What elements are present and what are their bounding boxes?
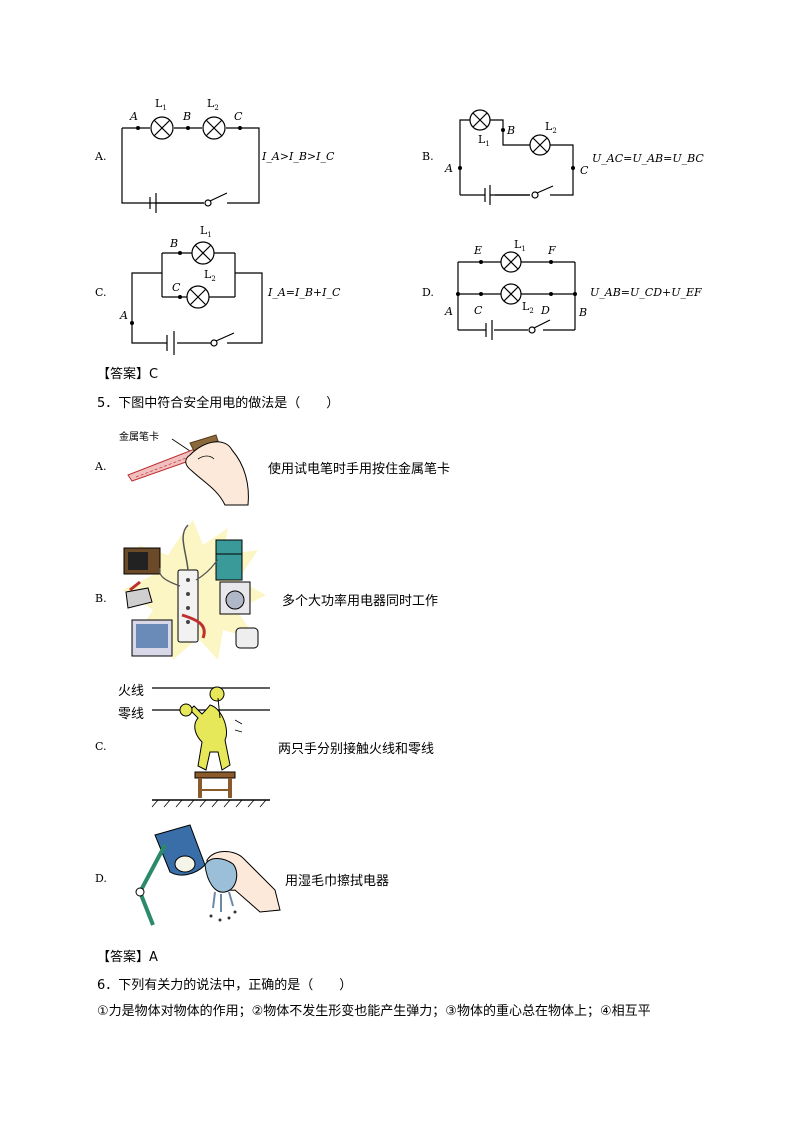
q5-stem: 5．下图中符合安全用电的做法是（ ） [97,396,340,411]
option-b-letter: B. [422,150,434,163]
lamp-l2-label: L2 [207,97,219,113]
point-a3-label: A [120,309,128,322]
lamp-b-l1-label: L1 [478,133,490,149]
point-e-label: E [474,244,483,257]
test-pen-illustration [127,434,249,506]
q5-option-b-letter: B. [95,592,107,605]
formula-a: I_A>I_B>I_C [262,150,335,163]
point-b-label: B [183,110,192,123]
point-c-label: C [234,110,243,123]
q5-answer: 【答案】A [97,950,158,965]
point-c3-label: C [172,281,181,294]
q5-option-c-caption: 两只手分别接触火线和零线 [278,742,435,757]
point-c4-label: C [474,304,483,317]
q5-option-a-caption: 使用试电笔时手用按住金属笔卡 [268,462,451,477]
circuit-c-diagram [130,241,263,355]
point-b2-label: B [507,124,516,137]
q5-option-d-letter: D. [95,872,107,885]
option-c-letter: C. [95,286,107,299]
neutral-wire-label: 零线 [118,707,145,722]
lamp-d-l1-label: L1 [514,238,526,254]
q4-answer: 【答案】C [97,367,159,382]
circuit-b-diagram [458,109,575,205]
lamp-l1-label: L1 [155,97,167,113]
wire-touch-illustration [151,686,270,808]
overloaded-socket-illustration [123,520,266,660]
point-b3-label: B [170,237,179,250]
lamp-b-l2-label: L2 [545,120,557,136]
q5-option-b-caption: 多个大功率用电器同时工作 [282,594,439,609]
point-a-label: A [130,110,138,123]
q6-statements: ①力是物体对物体的作用；②物体不发生形变也能产生弹力；③物体的重心总在物体上；④… [97,1004,651,1019]
lamp-c-l1-label: L1 [200,224,212,240]
circuit-a-diagram [121,116,260,213]
q5-option-d-caption: 用湿毛巾擦拭电器 [285,874,390,889]
live-wire-label: 火线 [118,684,145,699]
point-a2-label: A [445,162,453,175]
wet-towel-illustration [135,824,281,926]
option-a-letter: A. [95,150,107,163]
q5-option-a-letter: A. [95,460,107,473]
point-f-label: F [548,244,556,257]
formula-c: I_A=I_B+I_C [268,286,341,299]
point-c2-label: C [580,164,589,177]
point-b4-label: B [579,306,588,319]
circuit-d-diagram [456,251,577,340]
lamp-d-l2-label: L2 [522,300,534,316]
point-d4-label: D [541,304,550,317]
lamp-c-l2-label: L2 [204,268,216,284]
q5-option-c-letter: C. [95,740,107,753]
option-d-letter: D. [422,286,434,299]
formula-b: U_AC=U_AB=U_BC [592,152,704,165]
point-a4-label: A [445,305,453,318]
metal-clip-tag: 金属笔卡 [119,432,159,443]
q6-stem: 6．下列有关力的说法中，正确的是（ ） [97,978,353,993]
formula-d: U_AB=U_CD+U_EF [590,286,702,299]
